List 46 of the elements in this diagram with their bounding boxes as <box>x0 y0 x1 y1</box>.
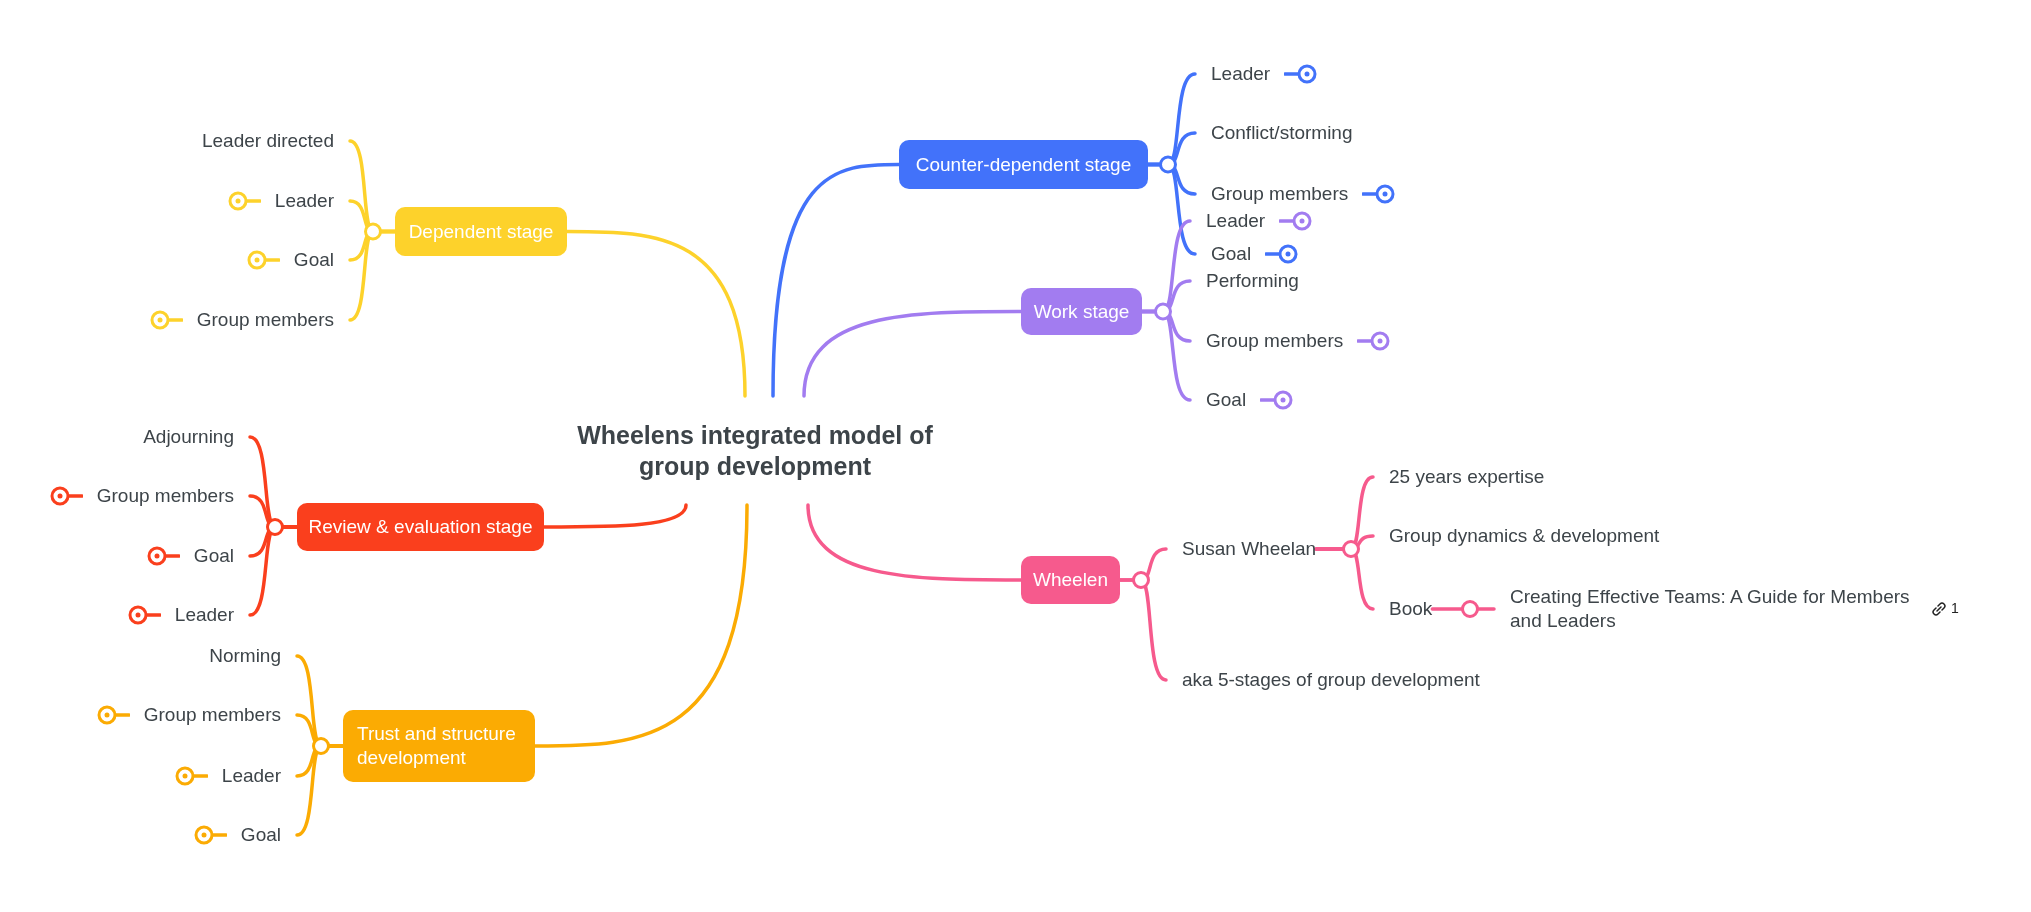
subtopic-text: aka 5-stages of group development <box>1166 668 1480 692</box>
subtopic-text: Conflict/storming <box>1195 121 1353 145</box>
branch-line <box>542 503 688 529</box>
subtopic-text: Leader <box>1195 62 1271 86</box>
branch-line <box>565 229 747 398</box>
branch-line <box>1118 578 1168 682</box>
subtopic-text: Group members <box>96 484 250 508</box>
subtopic-text: Susan Wheelan <box>1166 537 1317 561</box>
branch-line <box>1430 607 1496 611</box>
branch-line <box>802 309 1023 398</box>
subtopic-text: Group members <box>1195 182 1349 206</box>
subtopic-text: Group dynamics & development <box>1373 524 1660 548</box>
topic-box: Trust and structure development <box>343 710 535 782</box>
subtopic-text: Goal <box>1190 388 1247 412</box>
subtopic-text: Goal <box>293 248 350 272</box>
subtopic-text: Leader <box>274 189 350 213</box>
topic-box: Dependent stage <box>395 207 567 256</box>
subtopic-text: Group members <box>196 308 350 332</box>
subtopic-text: Goal <box>1195 242 1252 266</box>
topic-box: Review & evaluation stage <box>297 503 544 551</box>
branch-line <box>533 503 749 748</box>
subtopic-text: 25 years expertise <box>1373 465 1545 489</box>
subtopic-text: Creating Effective Teams: A Guide for Members and Leaders <box>1494 585 1930 633</box>
subtopic-text: Leader <box>221 764 297 788</box>
subtopic-text: Performing <box>1190 269 1299 293</box>
link-count: 1 <box>1951 600 1959 616</box>
subtopic-text: Goal <box>193 544 250 568</box>
topic-box: Counter-dependent stage <box>899 140 1148 189</box>
branch-line <box>1146 162 1197 256</box>
branch-line <box>1314 547 1375 611</box>
topic-box: Wheelen <box>1021 556 1120 604</box>
subtopic-text: Group members <box>143 703 297 727</box>
subtopic-text: Leader directed <box>201 129 350 153</box>
subtopic-text: Leader <box>174 603 250 627</box>
subtopic-text: Norming <box>209 644 297 668</box>
subtopic-text: Adjourning <box>143 425 250 449</box>
branch-line <box>348 229 397 322</box>
topic-box: Work stage <box>1021 288 1142 335</box>
subtopic-text: Leader <box>1190 209 1266 233</box>
subtopic-text: Goal <box>240 823 297 847</box>
branch-line <box>771 162 901 398</box>
central-topic: Wheelens integrated model of group development <box>565 396 945 505</box>
subtopic-text: Book <box>1373 597 1433 621</box>
branch-line <box>1140 309 1192 402</box>
branch-line <box>806 503 1023 582</box>
subtopic-text: Group members <box>1190 329 1344 353</box>
